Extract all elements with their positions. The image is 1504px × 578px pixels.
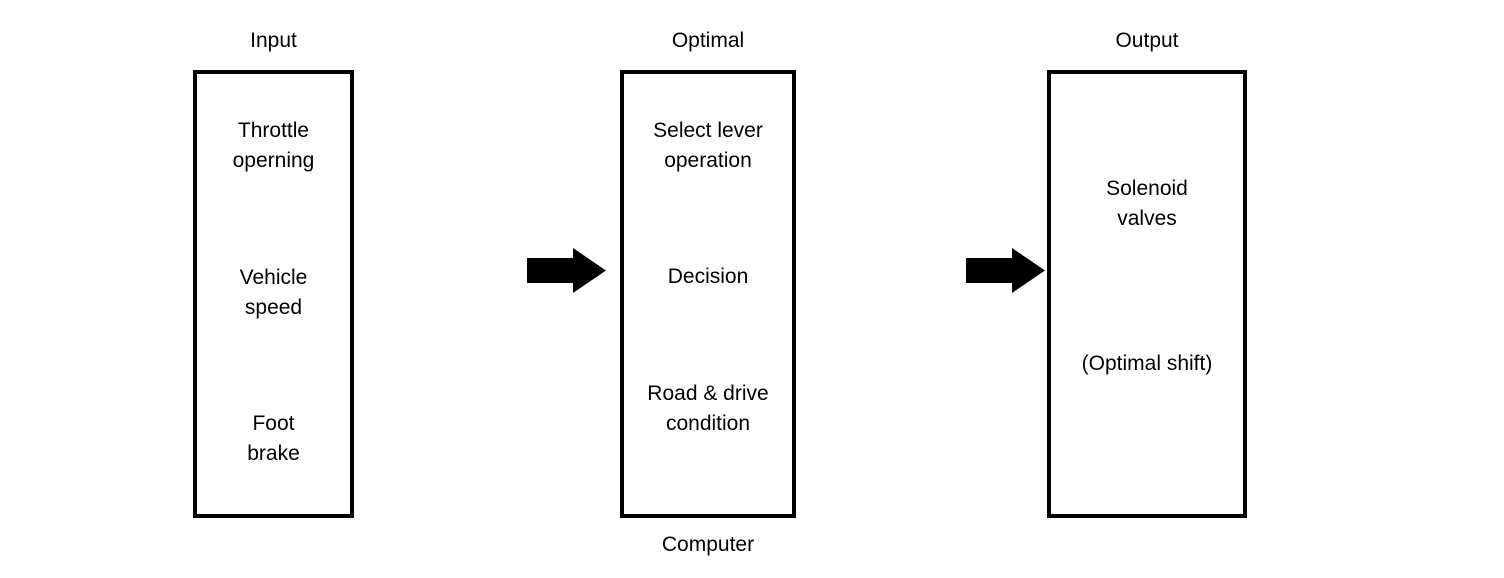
input-box [193,70,354,518]
arrow-right-icon [527,248,606,293]
arrow-right-icon [966,248,1045,293]
output-column-label: Output [1115,29,1179,52]
input-item-vehicle-speed: Vehicle speed [239,266,308,319]
input-item-foot-brake: Foot brake [247,412,300,465]
computer-column-label: Computer [661,533,755,556]
output-box [1047,70,1247,518]
computer-box [620,70,796,518]
output-item-optimal-shift: (Optimal shift) [1081,352,1213,375]
input-item-throttle-opening: Throttle operning [232,119,315,172]
computer-item-road-drive-condition: Road & drive condition [647,382,769,435]
computer-item-select-lever-operation: Select lever operation [653,119,763,172]
optimal-column-label: Optimal [671,29,745,52]
input-column-label: Input [250,29,297,52]
computer-item-decision: Decision [667,265,749,288]
output-item-solenoid-valves: Solenoid valves [1106,177,1188,230]
